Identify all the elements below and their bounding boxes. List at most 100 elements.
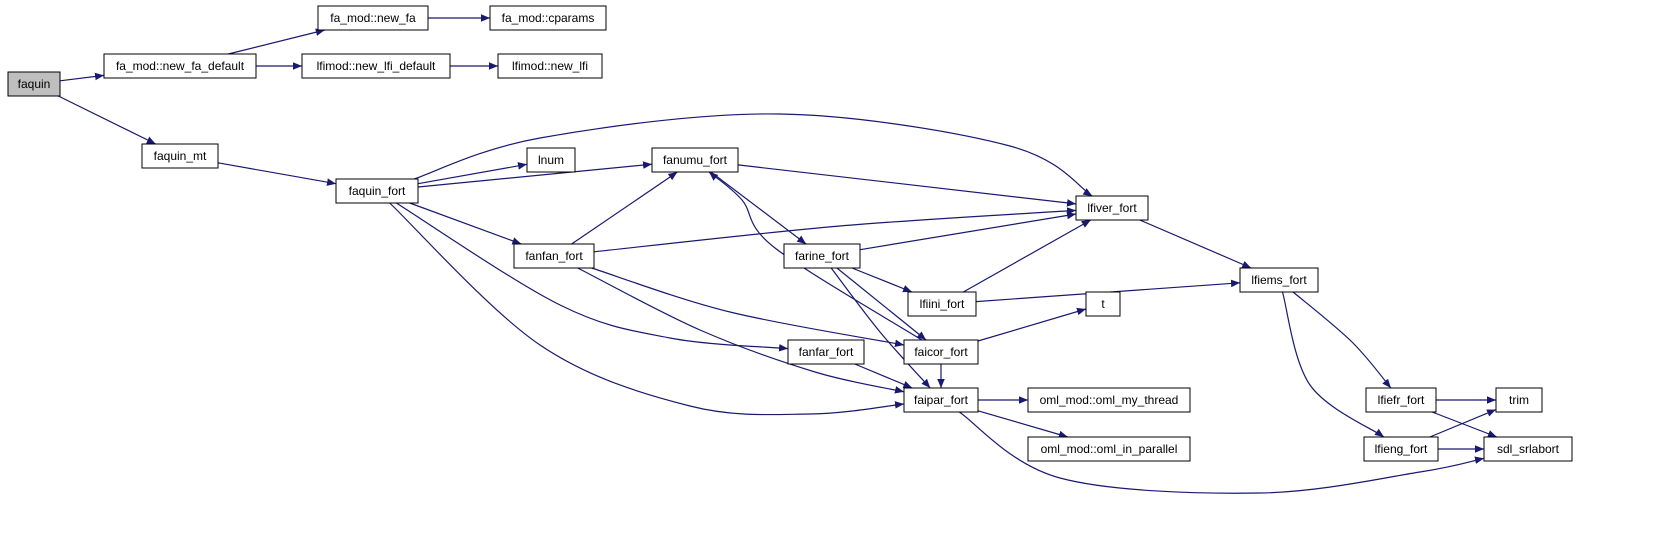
- graph-node-label: lfiini_fort: [920, 297, 965, 311]
- graph-edge-faicor-fanumu: [708, 171, 923, 341]
- graph-node-label: trim: [1509, 393, 1529, 407]
- graph-node-faipar[interactable]: faipar_fort: [903, 387, 979, 413]
- graph-edge-lfiini-lfiver: [963, 219, 1092, 293]
- graph-node-box[interactable]: [335, 178, 419, 204]
- graph-edge-faipar-sdl_srlabort: [958, 411, 1485, 494]
- graph-edge-fanfan-faipar: [577, 267, 905, 394]
- graph-edge-farine-lfiini: [851, 267, 913, 293]
- graph-edge-lfiver-lfiems: [1139, 219, 1252, 269]
- graph-node-box[interactable]: [1085, 291, 1121, 317]
- graph-node-label: lfiver_fort: [1087, 201, 1137, 215]
- graph-node-label: fa_mod::new_fa_default: [116, 59, 245, 73]
- graph-node-label: fanfan_fort: [525, 249, 583, 263]
- graph-edge-farine-lfiver: [859, 211, 1077, 251]
- graph-node-box[interactable]: [1239, 267, 1319, 293]
- graph-node-t[interactable]: t: [1085, 291, 1121, 317]
- graph-node-new_fa_default[interactable]: fa_mod::new_fa_default: [103, 53, 257, 79]
- graph-edge-fanfan-fanumu: [571, 171, 678, 245]
- graph-node-box[interactable]: [783, 243, 861, 269]
- graph-edge-faquin-new_fa_default: [59, 72, 105, 82]
- graph-edge-faquin_fort-lnum: [417, 162, 528, 185]
- graph-node-lfiver[interactable]: lfiver_fort: [1075, 195, 1149, 221]
- graph-node-box[interactable]: [497, 53, 603, 79]
- graph-edge-faquin_fort-fanfar: [395, 202, 789, 352]
- graph-edge-faquin_fort-fanumu: [417, 161, 653, 188]
- graph-node-label: lfiefr_fort: [1378, 393, 1425, 407]
- graph-edge-faquin_fort-lfiver: [413, 113, 1093, 197]
- graph-node-fanfar[interactable]: fanfar_fort: [787, 339, 865, 365]
- graph-node-box[interactable]: [903, 387, 979, 413]
- graph-node-new_lfi[interactable]: lfimod::new_lfi: [497, 53, 603, 79]
- graph-edge-faipar-oml_in_parallel: [977, 410, 1069, 439]
- graph-node-box[interactable]: [141, 143, 219, 169]
- graph-node-oml_my_thread[interactable]: oml_mod::oml_my_thread: [1027, 387, 1191, 413]
- graph-edge-lfieng-trim: [1429, 409, 1497, 438]
- graph-edge-fanfan-lfiver: [593, 207, 1077, 253]
- graph-node-faquin_fort[interactable]: faquin_fort: [335, 178, 419, 204]
- graph-edge-fanumu-lfiver: [737, 164, 1077, 207]
- graph-node-new_lfi_default[interactable]: lfimod::new_lfi_default: [301, 53, 451, 79]
- graph-node-label: lfiems_fort: [1251, 273, 1307, 287]
- graph-node-box[interactable]: [787, 339, 865, 365]
- graph-node-box[interactable]: [651, 147, 739, 173]
- graph-node-label: t: [1101, 297, 1105, 311]
- graph-node-box[interactable]: [526, 147, 576, 173]
- graph-node-box[interactable]: [1027, 436, 1191, 462]
- graph-node-box[interactable]: [317, 5, 429, 31]
- graph-node-label: faquin: [18, 77, 51, 91]
- graph-edge-faquin-faquin_mt: [58, 95, 156, 145]
- graph-node-box[interactable]: [907, 291, 977, 317]
- graph-node-lnum[interactable]: lnum: [526, 147, 576, 173]
- graph-node-new_fa[interactable]: fa_mod::new_fa: [317, 5, 429, 31]
- graph-node-label: sdl_srlabort: [1497, 442, 1560, 456]
- graph-node-oml_in_parallel[interactable]: oml_mod::oml_in_parallel: [1027, 436, 1191, 462]
- graph-node-label: faipar_fort: [914, 393, 969, 407]
- graph-node-label: lnum: [538, 153, 564, 167]
- graph-node-trim[interactable]: trim: [1495, 387, 1543, 413]
- graph-node-label: lfieng_fort: [1375, 442, 1428, 456]
- graph-node-box[interactable]: [1495, 387, 1543, 413]
- graph-node-label: faicor_fort: [914, 345, 968, 359]
- graph-edge-faquin_mt-faquin_fort: [217, 162, 337, 186]
- graph-node-box[interactable]: [103, 53, 257, 79]
- graph-edge-farine-faicor: [836, 267, 927, 341]
- graph-node-fanumu[interactable]: fanumu_fort: [651, 147, 739, 173]
- graph-node-fanfan[interactable]: fanfan_fort: [513, 243, 595, 269]
- graph-edge-fanfan-faicor: [591, 267, 905, 348]
- graph-node-label: lfimod::new_lfi_default: [317, 59, 436, 73]
- graph-edge-faquin_fort-fanfan: [409, 202, 522, 245]
- graph-node-box[interactable]: [7, 71, 61, 97]
- graph-node-label: fanumu_fort: [663, 153, 728, 167]
- graph-node-label: fanfar_fort: [799, 345, 854, 359]
- graph-node-box[interactable]: [1075, 195, 1149, 221]
- graph-node-box[interactable]: [903, 339, 979, 365]
- graph-node-label: faquin_fort: [349, 184, 406, 198]
- graph-node-label: farine_fort: [795, 249, 850, 263]
- graph-node-faquin[interactable]: faquin: [7, 71, 61, 97]
- graph-node-lfiini[interactable]: lfiini_fort: [907, 291, 977, 317]
- graph-node-sdl_srlabort[interactable]: sdl_srlabort: [1483, 436, 1573, 462]
- graph-node-lfiems[interactable]: lfiems_fort: [1239, 267, 1319, 293]
- graph-edge-lfiems-lfiefr: [1292, 291, 1392, 389]
- graph-edge-lfiems-lfieng: [1281, 291, 1385, 438]
- graph-node-box[interactable]: [301, 53, 451, 79]
- graph-node-box[interactable]: [1363, 436, 1439, 462]
- graph-node-box[interactable]: [1365, 387, 1437, 413]
- graph-node-box[interactable]: [1483, 436, 1573, 462]
- graph-node-label: lfimod::new_lfi: [512, 59, 588, 73]
- graph-node-lfiefr[interactable]: lfiefr_fort: [1365, 387, 1437, 413]
- graph-edge-lfiefr-sdl_srlabort: [1431, 411, 1498, 438]
- graph-node-label: oml_mod::oml_in_parallel: [1041, 442, 1178, 456]
- graph-node-faicor[interactable]: faicor_fort: [903, 339, 979, 365]
- graph-node-box[interactable]: [489, 5, 607, 31]
- graph-node-box[interactable]: [513, 243, 595, 269]
- graph-node-farine[interactable]: farine_fort: [783, 243, 861, 269]
- graph-edge-fanumu-farine: [710, 171, 807, 245]
- graph-node-faquin_mt[interactable]: faquin_mt: [141, 143, 219, 169]
- graph-node-box[interactable]: [1027, 387, 1191, 413]
- graph-node-lfieng[interactable]: lfieng_fort: [1363, 436, 1439, 462]
- graph-edge-faquin_fort-faipar: [389, 202, 905, 416]
- graph-node-cparams[interactable]: fa_mod::cparams: [489, 5, 607, 31]
- graph-node-label: fa_mod::new_fa: [330, 11, 416, 25]
